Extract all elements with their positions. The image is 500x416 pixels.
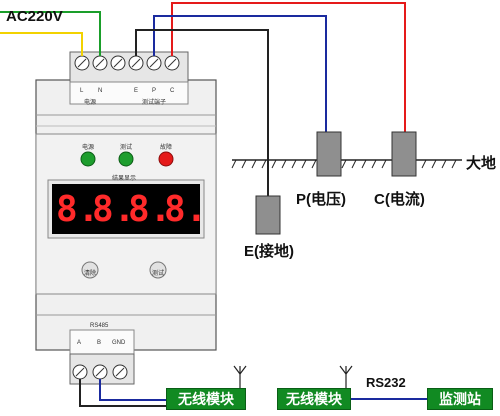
terminal-label-gnd: GND (112, 340, 126, 346)
display-digit-1: 8. (56, 189, 100, 230)
device-top-label-strip (69, 81, 189, 105)
terminal-label-n: N (98, 88, 103, 94)
top-terminal-screws (74, 55, 180, 71)
indicator-power-led (80, 151, 96, 167)
wire-blue-bottom (99, 379, 166, 401)
electrode-p (316, 131, 342, 177)
button-label-left: 清除 (84, 271, 97, 277)
antenna-module-2 (339, 365, 353, 388)
monitoring-station: 监测站 (427, 388, 493, 410)
terminal-label-b: B (97, 340, 102, 346)
electrode-c (391, 131, 417, 177)
panel-button-left (81, 261, 99, 279)
button-label-right: 测试 (152, 271, 165, 277)
display-digit-2: 8. (92, 189, 136, 230)
indicator-label-power: 电源 (82, 145, 95, 151)
antenna-module-1 (233, 365, 247, 388)
group-label-power: 电源 (84, 100, 97, 106)
wire-black (135, 29, 269, 196)
earth-label: 大地 (466, 155, 497, 172)
wire-blue (153, 15, 327, 132)
rs232-label: RS232 (366, 375, 406, 390)
terminal-label-l: L (80, 88, 84, 94)
electrode-p-label: P(电压) (296, 191, 346, 208)
wireless-module-2: 无线模块 (277, 388, 351, 410)
electrode-c-label: C(电流) (374, 191, 425, 208)
wireless-module-1: 无线模块 (166, 388, 246, 410)
terminal-label-a: A (77, 340, 82, 346)
terminal-label-c: C (170, 88, 175, 94)
display-window (52, 184, 200, 234)
electrode-e-label: E(接地) (244, 243, 294, 260)
panel-button-right (149, 261, 167, 279)
ac220v-label: AC220V (6, 8, 63, 25)
electrode-e (255, 195, 281, 235)
ground-hatching (231, 159, 457, 169)
wire-black-bottom (79, 379, 166, 407)
display-digit-3: 8. (128, 189, 172, 230)
terminal-label-p: P (152, 88, 157, 94)
terminal-label-e: E (134, 88, 139, 94)
display-digit-4: 8. (164, 189, 208, 230)
indicator-label-test: 测试 (120, 145, 133, 151)
rs485-label: RS485 (90, 323, 109, 329)
indicator-test-led (118, 151, 134, 167)
wire-green (0, 11, 101, 56)
group-label-test: 测试端子 (142, 100, 167, 106)
display-caption: 结果显示 (112, 176, 137, 182)
indicator-fault-led (158, 151, 174, 167)
wire-yellow (0, 32, 83, 56)
bottom-terminal-screws (72, 364, 128, 380)
indicator-label-fault: 故障 (160, 145, 173, 151)
